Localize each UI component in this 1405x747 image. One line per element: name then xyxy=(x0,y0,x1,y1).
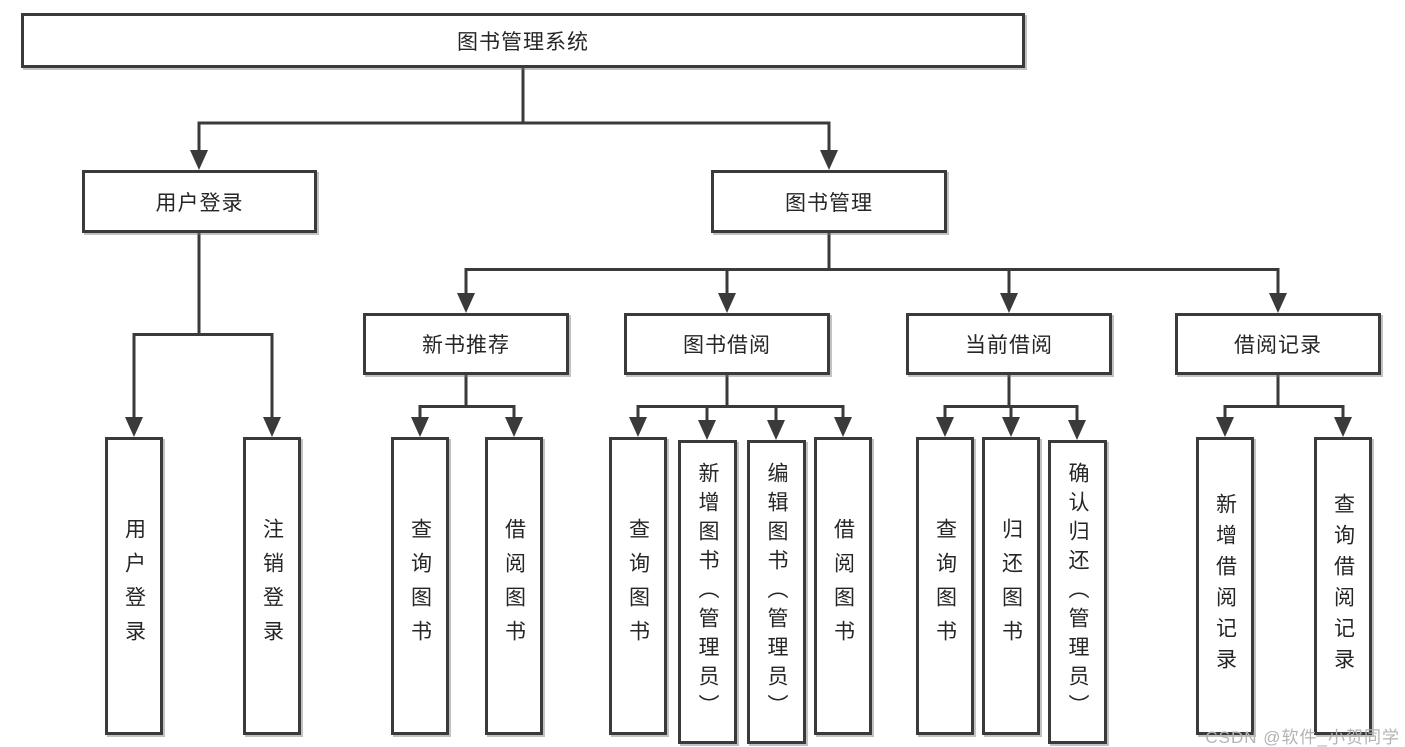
arrow-down-icon xyxy=(629,417,647,437)
arrow-down-icon xyxy=(1002,417,1020,437)
connector-book-borrow-to-leaves xyxy=(629,375,852,440)
arrow-down-icon xyxy=(936,417,954,437)
leaf-query-borrow-record: 查询借阅记录 xyxy=(1314,437,1372,735)
leaf-query-book-current-label: 查询图书 xyxy=(933,518,957,654)
node-borrow-records: 借阅记录 xyxy=(1175,313,1381,375)
leaf-query-book-recommend: 查询图书 xyxy=(391,437,449,735)
leaf-user-login-label: 用户登录 xyxy=(122,518,146,654)
leaf-add-borrow-record-label: 新增借阅记录 xyxy=(1213,493,1237,679)
arrow-down-icon xyxy=(1216,417,1234,437)
leaf-return-book-label: 归还图书 xyxy=(999,518,1023,654)
leaf-query-borrow-record-label: 查询借阅记录 xyxy=(1331,493,1355,679)
node-root: 图书管理系统 xyxy=(21,13,1025,68)
leaf-add-borrow-record: 新增借阅记录 xyxy=(1196,437,1254,735)
arrow-down-icon xyxy=(190,150,208,170)
arrow-down-icon xyxy=(1068,420,1086,440)
connector-current-borrow-to-leaves xyxy=(936,375,1086,440)
node-current-borrow: 当前借阅 xyxy=(906,313,1112,375)
arrow-down-icon xyxy=(263,417,281,437)
connector-new-book-recommend-to-leaves xyxy=(411,375,523,437)
arrow-down-icon xyxy=(718,293,736,313)
connector-book-management-to-level3 xyxy=(457,233,1287,313)
watermark: CSDN @软件_小贺同学 xyxy=(1205,728,1400,747)
node-root-label: 图书管理系统 xyxy=(457,30,589,54)
leaf-borrow-book-borrow-label: 借阅图书 xyxy=(831,518,855,654)
leaf-borrow-book-recommend-label: 借阅图书 xyxy=(502,518,526,654)
arrow-down-icon xyxy=(767,420,785,440)
leaf-query-book-current: 查询图书 xyxy=(916,437,974,735)
arrow-down-icon xyxy=(1000,293,1018,313)
leaf-borrow-book-borrow: 借阅图书 xyxy=(814,437,872,735)
node-book-management: 图书管理 xyxy=(711,170,947,233)
leaf-logout: 注销登录 xyxy=(243,437,301,735)
leaf-return-book: 归还图书 xyxy=(982,437,1040,735)
connector-borrow-records-to-leaves xyxy=(1216,375,1352,437)
arrow-down-icon xyxy=(698,420,716,440)
node-current-borrow-label: 当前借阅 xyxy=(965,334,1053,357)
leaf-query-book-borrow: 查询图书 xyxy=(609,437,667,735)
node-book-borrow-label: 图书借阅 xyxy=(683,334,771,357)
node-new-book-recommend-label: 新书推荐 xyxy=(422,334,510,357)
node-book-borrow: 图书借阅 xyxy=(624,313,830,375)
arrow-down-icon xyxy=(834,417,852,437)
node-new-book-recommend: 新书推荐 xyxy=(363,313,569,375)
arrow-down-icon xyxy=(505,417,523,437)
node-user-login-label: 用户登录 xyxy=(155,191,244,215)
arrow-down-icon xyxy=(457,293,475,313)
arrow-down-icon xyxy=(411,417,429,437)
arrow-down-icon xyxy=(1334,417,1352,437)
arrow-down-icon xyxy=(125,417,143,437)
leaf-add-book-admin: 新增图书（管理员） xyxy=(678,440,737,744)
leaf-add-book-admin-label: 新增图书（管理员） xyxy=(696,461,719,723)
leaf-logout-label: 注销登录 xyxy=(260,518,284,654)
leaf-query-book-borrow-label: 查询图书 xyxy=(626,518,650,654)
leaf-confirm-return-admin-label: 确认归还（管理员） xyxy=(1066,461,1089,723)
node-book-management-label: 图书管理 xyxy=(785,191,873,215)
leaf-confirm-return-admin: 确认归还（管理员） xyxy=(1048,440,1107,744)
leaf-edit-book-admin-label: 编辑图书（管理员） xyxy=(765,461,788,723)
node-borrow-records-label: 借阅记录 xyxy=(1234,334,1322,357)
connector-root-to-level2 xyxy=(190,68,838,170)
leaf-query-book-recommend-label: 查询图书 xyxy=(408,518,432,654)
connector-user-login-to-leaves xyxy=(125,233,281,437)
leaf-borrow-book-recommend: 借阅图书 xyxy=(485,437,543,735)
leaf-edit-book-admin: 编辑图书（管理员） xyxy=(747,440,806,744)
node-user-login: 用户登录 xyxy=(82,170,317,233)
arrow-down-icon xyxy=(820,150,838,170)
arrow-down-icon xyxy=(1269,293,1287,313)
leaf-user-login: 用户登录 xyxy=(105,437,163,735)
